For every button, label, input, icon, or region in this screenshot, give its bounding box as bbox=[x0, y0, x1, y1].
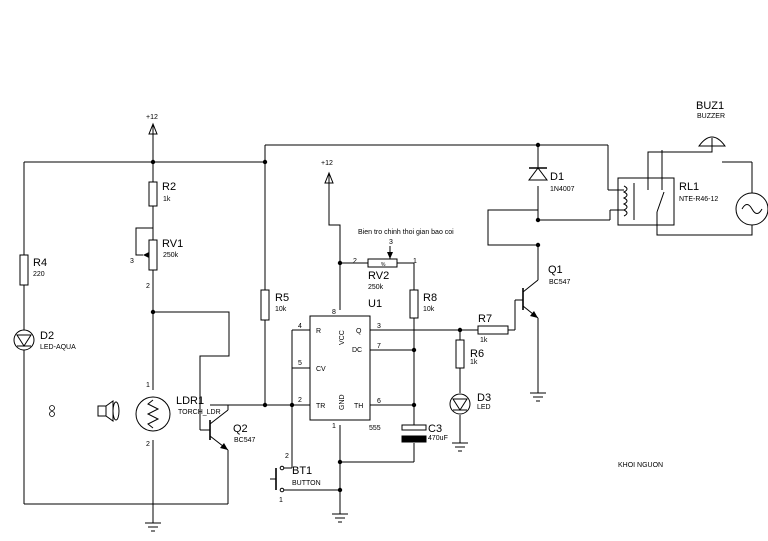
rv2-scale: % bbox=[381, 262, 386, 268]
u1-pin-gnd: GND bbox=[339, 394, 346, 410]
r8-ref: R8 bbox=[423, 292, 437, 304]
bt1-ref: BT1 bbox=[292, 465, 312, 477]
rv1-pin2: 2 bbox=[146, 283, 150, 290]
transistor-q1: Q1 BC547 bbox=[522, 264, 571, 319]
r4-value: 220 bbox=[33, 271, 45, 278]
resistor-r4: R4 220 bbox=[19, 254, 47, 286]
u1-pin-vcc: VCC bbox=[339, 330, 346, 345]
u1-pin1: 1 bbox=[332, 423, 336, 430]
ldr1-pin2: 2 bbox=[146, 441, 150, 448]
u1-pin-r: R bbox=[316, 328, 321, 335]
bt1-pin2: 2 bbox=[285, 453, 289, 460]
rv2-value: 250k bbox=[368, 284, 384, 291]
rl1-ref: RL1 bbox=[679, 181, 699, 193]
pushbutton-bt1: BT1 BUTTON 2 1 bbox=[270, 453, 321, 504]
u1-pin-q: Q bbox=[356, 328, 362, 335]
vcc-symbol-mid: +12 bbox=[321, 160, 334, 185]
led-d3: D3 LED bbox=[449, 392, 491, 415]
vcc-label-mid: +12 bbox=[321, 160, 333, 167]
bt1-value: BUTTON bbox=[292, 480, 321, 487]
q1-value: BC547 bbox=[549, 279, 571, 286]
rl1-value: NTE-R46-12 bbox=[679, 196, 718, 203]
relay-rl1: RL1 NTE-R46-12 bbox=[617, 177, 718, 226]
d1-value: 1N4007 bbox=[550, 186, 575, 193]
u1-pin3: 3 bbox=[377, 323, 381, 330]
u1-pin-dc: DC bbox=[352, 347, 362, 354]
u1-pin2: 2 bbox=[298, 397, 302, 404]
u1-pin7: 7 bbox=[377, 343, 381, 350]
buzzer-buz1: BUZ1 BUZZER bbox=[696, 100, 726, 147]
buz1-ref: BUZ1 bbox=[696, 100, 724, 112]
q2-value: BC547 bbox=[234, 437, 256, 444]
indicator-icon bbox=[49, 405, 55, 417]
q2-ref: Q2 bbox=[233, 423, 248, 435]
r5-ref: R5 bbox=[275, 292, 289, 304]
resistor-r2: R2 1k bbox=[148, 181, 176, 207]
r7-ref: R7 bbox=[478, 313, 492, 325]
power-note: KHOI NGUON bbox=[618, 462, 663, 469]
diode-d1: D1 1N4007 bbox=[528, 167, 575, 193]
junctions bbox=[150, 142, 541, 493]
r5-value: 10k bbox=[275, 306, 287, 313]
rv2-ref: RV2 bbox=[368, 270, 389, 282]
u1-ref: U1 bbox=[368, 298, 382, 310]
resistor-r6: R6 1k bbox=[455, 339, 484, 369]
vcc-symbol-left: +12 bbox=[146, 114, 158, 138]
u1-pin-cv: CV bbox=[316, 366, 326, 373]
rv2-pin3: 3 bbox=[389, 239, 393, 246]
vcc-label-left: +12 bbox=[146, 114, 158, 121]
ldr1-ref: LDR1 bbox=[176, 395, 204, 407]
r7-value: 1k bbox=[480, 337, 488, 344]
rv2-pin1: 1 bbox=[413, 258, 417, 265]
r4-ref: R4 bbox=[33, 257, 47, 269]
u1-pin-tr: TR bbox=[316, 403, 325, 410]
ac-source-icon bbox=[735, 192, 768, 226]
u1-pin5: 5 bbox=[298, 360, 302, 367]
d3-value: LED bbox=[477, 404, 491, 411]
transistor-q2: Q2 BC547 bbox=[209, 405, 256, 456]
buz1-value: BUZZER bbox=[697, 113, 725, 120]
resistor-r7: R7 1k bbox=[477, 313, 509, 344]
c3-ref: C3 bbox=[428, 423, 442, 435]
rv1-ref: RV1 bbox=[162, 238, 183, 250]
ground-icon-q1 bbox=[530, 392, 546, 402]
pot-note: Bien tro chinh thoi gian bao coi bbox=[358, 229, 454, 236]
d2-value: LED-AQUA bbox=[40, 344, 76, 351]
resistor-r8: R8 10k bbox=[409, 289, 437, 319]
u1-pin-th: TH bbox=[354, 403, 363, 410]
capacitor-c3: C3 470uF bbox=[401, 423, 448, 443]
r8-value: 10k bbox=[423, 306, 435, 313]
c3-value: 470uF bbox=[428, 435, 448, 442]
rv1-pin3: 3 bbox=[130, 258, 134, 265]
u1-pin4: 4 bbox=[298, 323, 302, 330]
r2-ref: R2 bbox=[162, 181, 176, 193]
potentiometer-rv2: % RV2 250k 2 1 3 Bien tro chinh thoi gia… bbox=[353, 229, 454, 291]
ldr1-value: TORCH_LDR bbox=[178, 409, 221, 416]
ground-icon-555 bbox=[332, 513, 348, 523]
bt1-pin1: 1 bbox=[279, 497, 283, 504]
rv2-pin2: 2 bbox=[353, 258, 357, 265]
potentiometer-rv1: RV1 250k 3 2 bbox=[130, 238, 183, 290]
r6-ref: R6 bbox=[470, 348, 484, 360]
ldr1-pin1: 1 bbox=[146, 382, 150, 389]
d3-ref: D3 bbox=[477, 392, 491, 404]
led-d2: D2 LED-AQUA bbox=[13, 329, 76, 351]
ground-icon-left bbox=[145, 522, 161, 532]
u1-pin6: 6 bbox=[377, 398, 381, 405]
resistor-r5: R5 10k bbox=[260, 289, 289, 321]
u1-name: 555 bbox=[369, 425, 381, 432]
ic-555-u1: U1 R CV TR Q DC TH VCC GND 4 5 2 8 1 3 7… bbox=[298, 298, 382, 432]
d1-ref: D1 bbox=[550, 171, 564, 183]
wires bbox=[23, 138, 753, 523]
ground-icon-d3 bbox=[452, 442, 468, 452]
torch-icon bbox=[97, 400, 120, 422]
q1-ref: Q1 bbox=[548, 264, 563, 276]
rv1-value: 250k bbox=[163, 252, 179, 259]
r6-value: 1k bbox=[470, 359, 478, 366]
r2-value: 1k bbox=[163, 196, 171, 203]
ldr-ldr1: LDR1 TORCH_LDR 1 2 bbox=[135, 382, 221, 448]
d2-ref: D2 bbox=[40, 330, 54, 342]
u1-pin8: 8 bbox=[332, 309, 336, 316]
